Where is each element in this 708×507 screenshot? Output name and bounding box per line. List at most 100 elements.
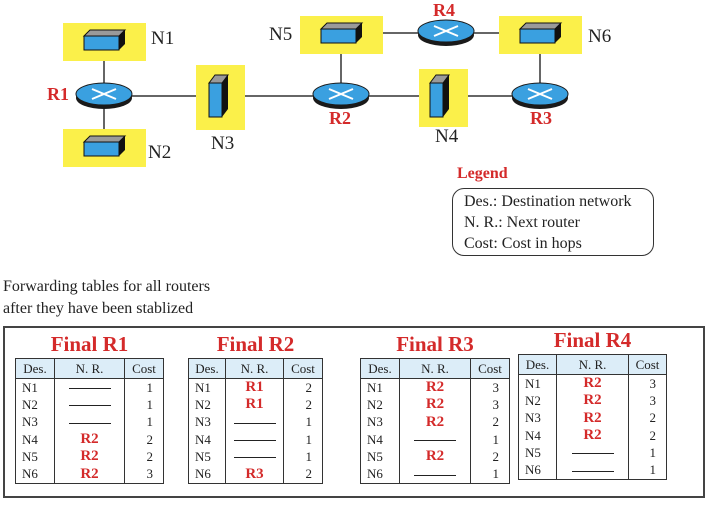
cell-cost: 2	[628, 409, 667, 427]
cell-cost: 3	[470, 378, 510, 397]
cell-cost: 2	[283, 378, 323, 397]
next-router-value: R3	[245, 465, 264, 482]
table-title: Final R2	[216, 332, 295, 356]
table-row: N5 1	[188, 448, 323, 466]
network-label-n4: N4	[435, 126, 459, 147]
header-next-router: N. R.	[556, 354, 629, 375]
hub-n1-icon	[83, 29, 126, 51]
cell-destination: N4	[15, 430, 55, 449]
next-router-value: R1	[245, 379, 264, 396]
caption-line-1: Forwarding tables for all routers	[3, 278, 211, 295]
cell-cost: 3	[628, 392, 667, 410]
header-des: Des.	[188, 358, 226, 379]
header-cost: Cost	[283, 358, 323, 379]
next-router-value: R2	[80, 431, 99, 448]
cell-next-router: R3	[225, 465, 284, 484]
direct-delivery-dash	[68, 405, 111, 407]
next-router-value: R2	[425, 396, 445, 413]
cell-destination: N3	[188, 413, 226, 431]
cell-cost: 1	[283, 448, 323, 466]
cell-destination: N2	[518, 392, 557, 410]
cell-cost: 2	[124, 448, 164, 466]
cell-next-router	[399, 465, 471, 484]
cell-next-router: R2	[399, 448, 471, 466]
cell-destination: N5	[518, 444, 557, 462]
cell-cost: 1	[470, 430, 510, 449]
legend-title: Legend	[457, 165, 508, 182]
hub-n5-icon	[320, 22, 363, 44]
router-label-r2: R2	[329, 108, 351, 128]
network-label-n6: N6	[588, 26, 612, 47]
header-cost: Cost	[628, 354, 667, 375]
cell-destination: N6	[518, 461, 557, 480]
cell-cost: 3	[124, 465, 164, 484]
direct-delivery-dash	[414, 440, 456, 442]
cell-destination: N5	[360, 448, 400, 466]
caption: Forwarding tables for all routers after …	[3, 276, 210, 320]
direct-delivery-dash	[68, 388, 111, 390]
next-router-value: R2	[583, 427, 602, 444]
header-des: Des.	[360, 358, 400, 379]
cell-next-router: R2	[556, 374, 629, 393]
next-router-value: R2	[583, 375, 602, 392]
cell-destination: N6	[15, 465, 55, 484]
direct-delivery-dash	[571, 453, 614, 455]
cell-destination: N3	[15, 413, 55, 431]
cell-next-router: R2	[556, 409, 629, 427]
cell-next-router: R2	[556, 426, 629, 445]
network-label-n3: N3	[211, 133, 235, 154]
hub-n6-icon	[519, 22, 562, 44]
table-header-row: Des.N. R.Cost	[15, 358, 164, 379]
cell-next-router: R2	[556, 392, 629, 410]
cell-next-router	[556, 461, 629, 480]
table-header-row: Des.N. R.Cost	[518, 354, 667, 375]
cell-cost: 2	[124, 430, 164, 449]
next-router-value: R2	[425, 379, 445, 396]
network-diagram: N1 N2 N3 N4 N5 N6 R1 R2 R3 R4 Legend Des…	[47, 0, 654, 256]
router-label-r3: R3	[530, 108, 552, 128]
cell-cost: 2	[283, 396, 323, 414]
direct-delivery-dash	[68, 422, 111, 424]
cell-next-router	[54, 413, 125, 431]
next-router-value: R2	[80, 465, 99, 482]
cell-cost: 1	[283, 430, 323, 449]
cell-destination: N2	[15, 396, 55, 414]
hub-n4-icon	[429, 74, 450, 118]
legend-line-des: Des.: Destination network	[464, 193, 632, 210]
cell-destination: N6	[360, 465, 400, 484]
next-router-value: R1	[245, 396, 264, 413]
cell-cost: 1	[124, 378, 164, 397]
header-next-router: N. R.	[225, 358, 284, 379]
table-title: Final R1	[50, 332, 129, 356]
direct-delivery-dash	[414, 474, 456, 476]
network-label-n2: N2	[148, 142, 172, 163]
cell-next-router: R2	[54, 448, 125, 466]
next-router-value: R2	[80, 448, 99, 465]
cell-destination: N3	[360, 413, 400, 431]
cell-next-router	[399, 430, 471, 449]
cell-destination: N5	[188, 448, 226, 466]
legend-box: Des.: Destination network N. R.: Next ro…	[452, 188, 654, 256]
table-row: N6 1	[518, 461, 667, 480]
network-label-n5: N5	[269, 24, 293, 45]
cell-cost: 1	[628, 461, 667, 480]
direct-delivery-dash	[233, 440, 276, 442]
cell-destination: N1	[518, 374, 557, 393]
cell-destination: N1	[360, 378, 400, 397]
header-des: Des.	[518, 354, 557, 375]
caption-line-2: after they have been stablized	[3, 300, 194, 317]
table-header-row: Des.N. R.Cost	[360, 358, 510, 379]
cell-destination: N2	[188, 396, 226, 414]
